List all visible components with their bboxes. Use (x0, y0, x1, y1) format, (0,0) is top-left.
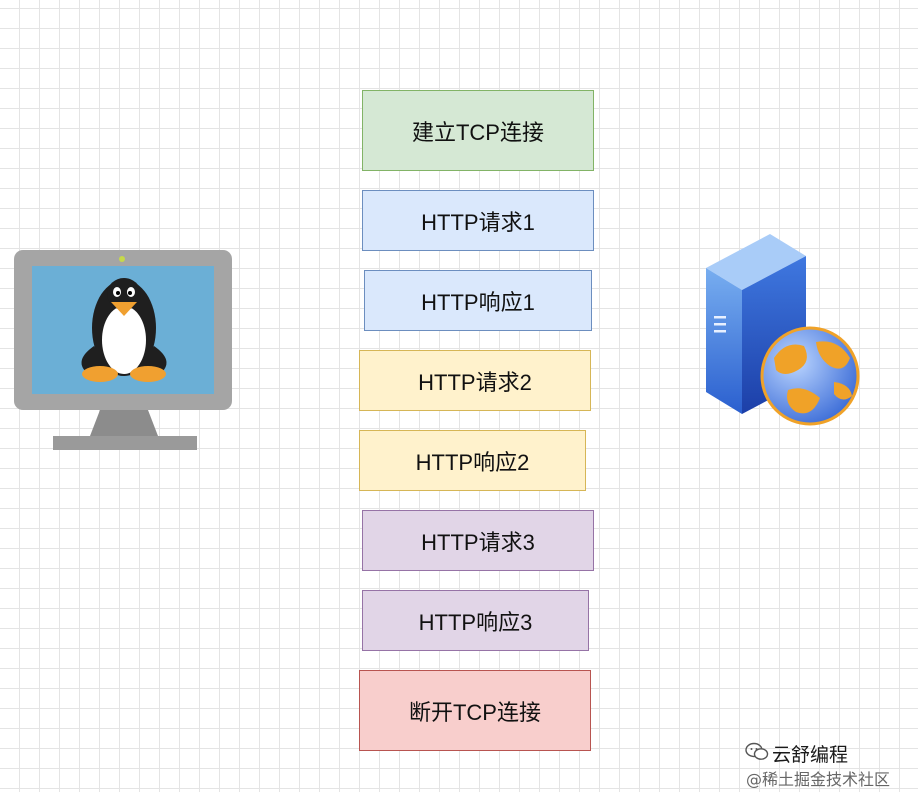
step-http-request-3: HTTP请求3 (362, 510, 594, 571)
web-server-icon (706, 234, 860, 426)
step-http-response-3: HTTP响应3 (362, 590, 589, 651)
step-http-request-2: HTTP请求2 (359, 350, 591, 411)
watermark-account-name: 云舒编程 (772, 744, 849, 766)
step-http-response-2: HTTP响应2 (359, 430, 586, 491)
linux-computer-icon (14, 250, 232, 450)
step-http-response-1: HTTP响应1 (364, 270, 592, 331)
step-open-tcp: 建立TCP连接 (362, 90, 594, 171)
step-close-tcp: 断开TCP连接 (359, 670, 591, 751)
wechat-icon (745, 742, 769, 760)
watermark-source: @稀土掘金技术社区 (746, 770, 891, 789)
step-http-request-1: HTTP请求1 (362, 190, 594, 251)
